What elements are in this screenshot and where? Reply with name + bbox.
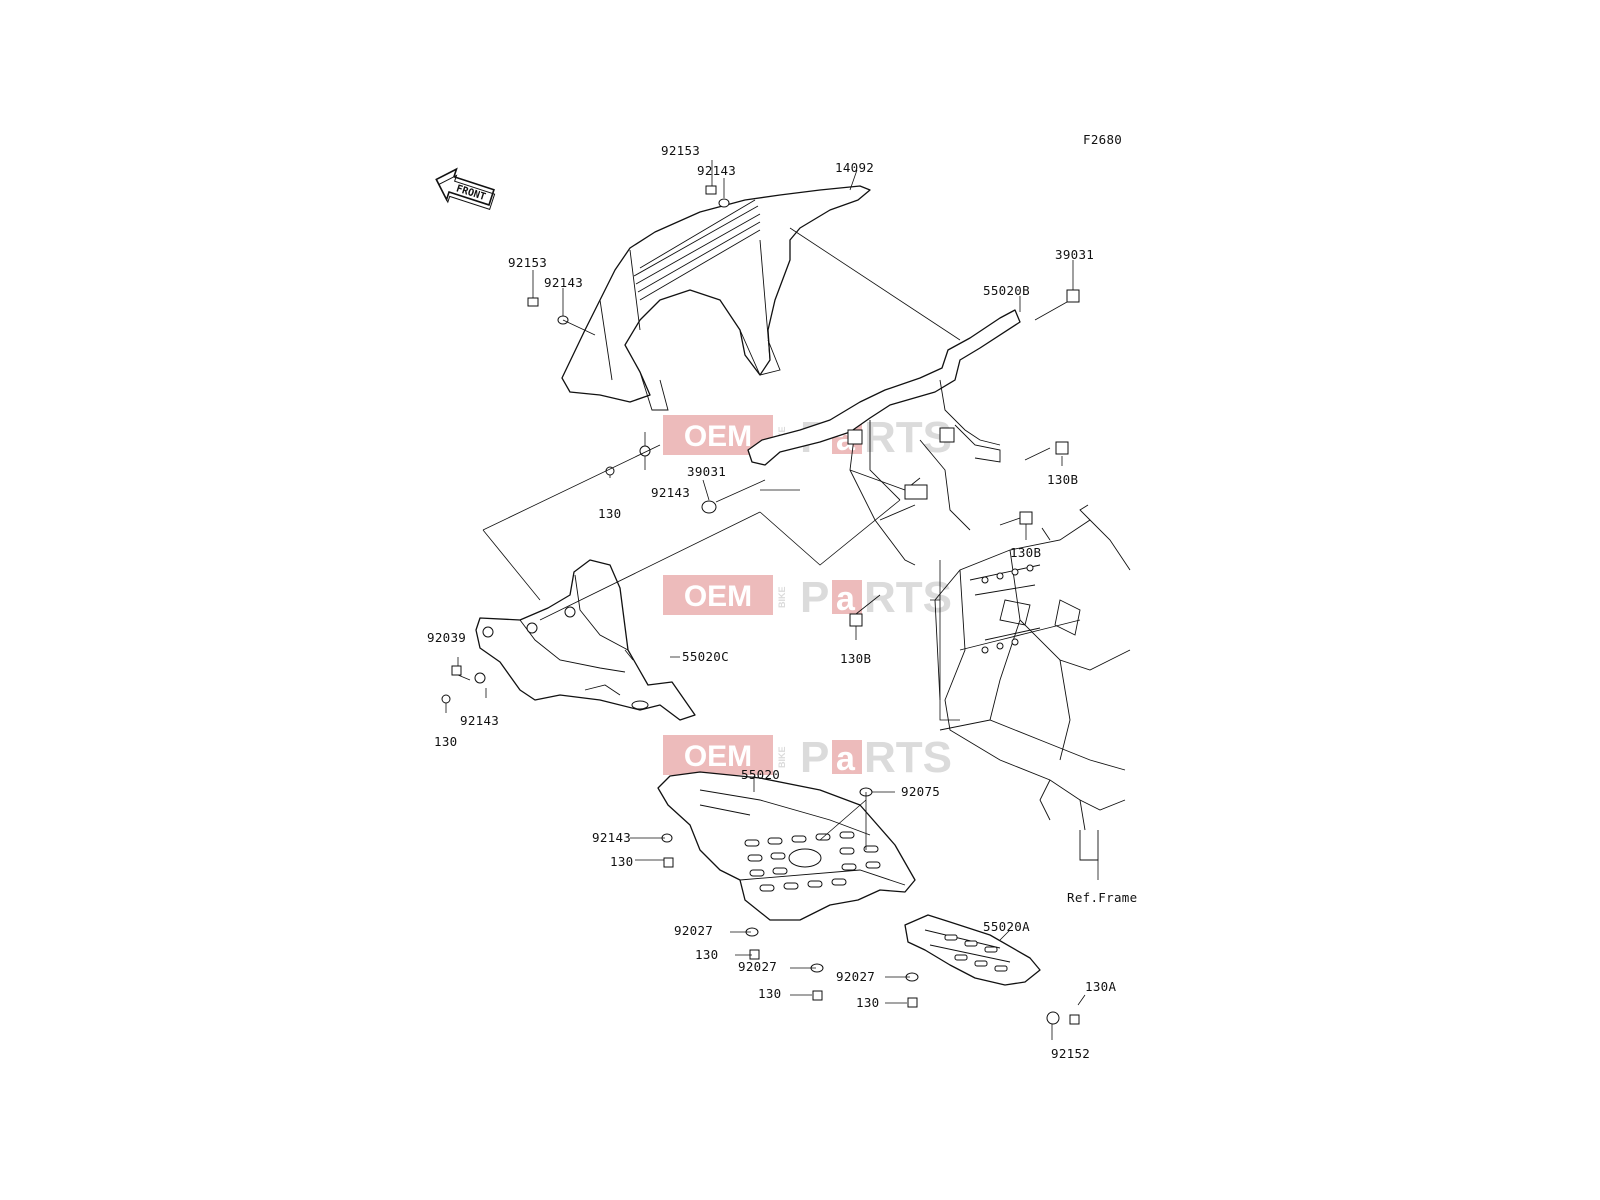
leader-lines: [445, 160, 1099, 1040]
part-55020-skid-plate: [657, 771, 916, 921]
bolt-icon: [1055, 441, 1069, 455]
callout-130B-lower: 130B: [840, 651, 871, 666]
callout-55020: 55020: [741, 767, 780, 782]
callout-92143-side: 92143: [460, 713, 499, 728]
callout-130-a: 130: [695, 947, 718, 962]
callout-92143-mid: 92143: [651, 485, 690, 500]
watermark-oem-text: OEM: [684, 420, 752, 453]
watermark-bike-text: BIKE: [777, 586, 787, 608]
bolt-icon: [1019, 511, 1033, 525]
washer-icon: [441, 694, 451, 704]
callout-130-c: 130: [856, 995, 879, 1010]
callout-130-b: 130: [758, 986, 781, 1001]
bolt-icon: [849, 613, 863, 627]
cap-icon: [701, 500, 717, 514]
bolt-icon: [705, 185, 717, 195]
callout-55020B: 55020B: [983, 283, 1030, 298]
callout-39031-right: 39031: [1055, 247, 1094, 262]
bolt-icon: [749, 949, 760, 960]
bolt-icon: [1069, 1014, 1080, 1025]
callout-92143-top: 92143: [697, 163, 736, 178]
callout-130-side: 130: [434, 734, 457, 749]
callout-92153-left: 92153: [508, 255, 547, 270]
figure-code: F2680: [1083, 132, 1122, 147]
watermark-a-text: a: [836, 740, 856, 778]
watermark-oem-text: OEM: [684, 580, 752, 613]
watermark-a-text: a: [836, 580, 856, 618]
callout-130-mid: 130: [598, 506, 621, 521]
callout-130-skid: 130: [610, 854, 633, 869]
cap-icon: [1066, 289, 1080, 303]
washer-icon: [639, 445, 651, 457]
callout-labels: 92153 92143 14092 92153 92143 39031 5502…: [427, 143, 1137, 1061]
callout-130B-upper: 130B: [1047, 472, 1078, 487]
watermark-oem-text: OEM: [684, 740, 752, 773]
part-55020A-skid-plate: [904, 914, 1041, 986]
part-55020C-side-guard: [475, 559, 696, 721]
callout-14092: 14092: [835, 160, 874, 175]
part-14092-grill-cover: [561, 185, 871, 411]
watermark-1: OEM BIKE P a RTS: [663, 413, 952, 462]
callout-ref-frame: Ref.Frame: [1067, 890, 1137, 905]
watermark-p-text: P: [800, 733, 829, 782]
washer-icon: [605, 466, 615, 476]
reference-frame: [934, 504, 1131, 861]
watermark-bike-text: BIKE: [777, 746, 787, 768]
bolt-icon: [663, 857, 674, 868]
callout-92027-a: 92027: [674, 923, 713, 938]
watermark-2: OEM BIKE P a RTS: [663, 573, 952, 622]
callout-55020C: 55020C: [682, 649, 729, 664]
washer-icon: [474, 672, 486, 684]
callout-92153-top: 92153: [661, 143, 700, 158]
watermark-rts-text: RTS: [864, 413, 952, 462]
callout-92152: 92152: [1051, 1046, 1090, 1061]
hardware-group: [441, 185, 1080, 1025]
watermark-p-text: P: [800, 573, 829, 622]
callout-92075: 92075: [901, 784, 940, 799]
callout-92143-left: 92143: [544, 275, 583, 290]
bolt-icon: [451, 665, 462, 676]
front-arrow-icon: FRONT: [435, 167, 496, 210]
callout-92027-b: 92027: [738, 959, 777, 974]
bolt-icon: [527, 297, 539, 307]
washer-icon: [1046, 1011, 1060, 1025]
callout-39031-left: 39031: [687, 464, 726, 479]
callout-92039: 92039: [427, 630, 466, 645]
skid-plate-slots: [744, 831, 881, 892]
watermark-3: OEM BIKE P a RTS: [663, 733, 952, 782]
callout-92143-skid: 92143: [592, 830, 631, 845]
bolt-icon: [907, 997, 918, 1008]
callout-130A: 130A: [1085, 979, 1116, 994]
callout-55020A: 55020A: [983, 919, 1030, 934]
washer-icon: [718, 198, 730, 208]
watermark-rts-text: RTS: [864, 733, 952, 782]
bolt-icon: [812, 990, 823, 1001]
callout-130B-middle: 130B: [1010, 545, 1041, 560]
callout-92027-c: 92027: [836, 969, 875, 984]
